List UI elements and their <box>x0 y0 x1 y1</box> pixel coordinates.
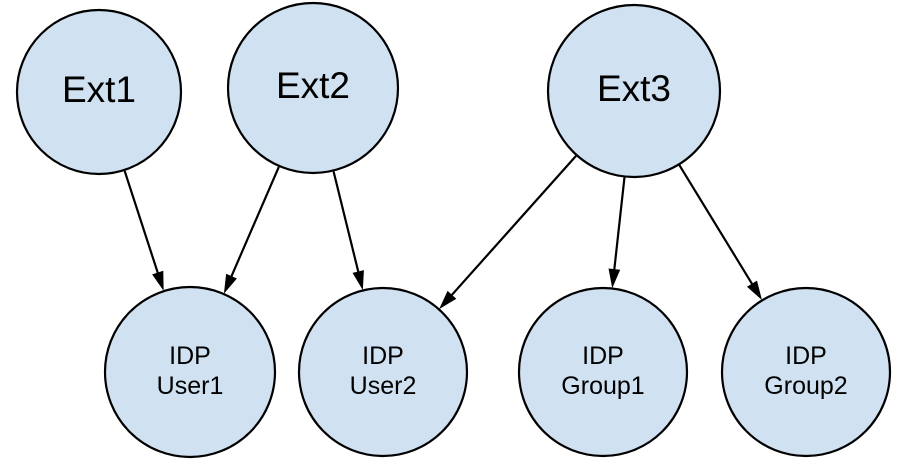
node-label-line: IDP <box>582 342 624 370</box>
node-label: Ext3 <box>597 68 671 109</box>
edge-line <box>450 155 577 296</box>
edge-layer <box>123 155 762 310</box>
node-shape[interactable] <box>103 285 277 459</box>
node-label-line: IDP <box>169 342 211 370</box>
edge-ext2-to-idp-user2 <box>332 171 364 291</box>
node-label-line: Group1 <box>561 372 644 400</box>
arrowhead-icon <box>352 270 364 291</box>
node-shape[interactable] <box>297 286 469 458</box>
node-label-line: User2 <box>350 372 417 400</box>
arrowhead-icon <box>152 270 164 291</box>
arrowhead-icon <box>223 273 237 294</box>
node-ext3[interactable]: Ext3 <box>546 3 722 179</box>
edge-ext1-to-idp-user1 <box>123 170 164 291</box>
arrowhead-icon <box>608 268 621 289</box>
node-shape[interactable] <box>226 1 400 175</box>
node-label-line: IDP <box>785 342 827 370</box>
node-shape[interactable] <box>720 286 892 458</box>
arrowhead-icon <box>439 290 457 310</box>
edge-line <box>123 170 159 274</box>
node-label-line: User1 <box>157 372 224 400</box>
edge-ext2-to-idp-user1 <box>223 166 280 294</box>
node-shape[interactable] <box>517 286 689 458</box>
edge-line <box>613 177 626 270</box>
node-shape[interactable] <box>546 3 722 179</box>
node-label-line: Ext3 <box>597 68 671 109</box>
node-label-line: Group2 <box>764 372 847 400</box>
edge-line <box>678 164 754 285</box>
node-ext1[interactable]: Ext1 <box>15 8 183 176</box>
edge-line <box>332 171 360 273</box>
edge-ext3-to-idp-group2 <box>678 164 762 301</box>
node-label-line: Ext2 <box>276 65 350 106</box>
edge-line <box>230 166 280 278</box>
node-label-line: IDP <box>362 342 404 370</box>
edge-ext3-to-idp-group1 <box>608 177 626 289</box>
node-label: Ext2 <box>276 65 350 106</box>
arrowhead-icon <box>746 280 762 301</box>
node-label-line: Ext1 <box>62 69 136 110</box>
node-ext2[interactable]: Ext2 <box>226 1 400 175</box>
edge-ext3-to-idp-user2 <box>439 155 577 310</box>
node-label: Ext1 <box>62 69 136 110</box>
node-shape[interactable] <box>15 8 183 176</box>
